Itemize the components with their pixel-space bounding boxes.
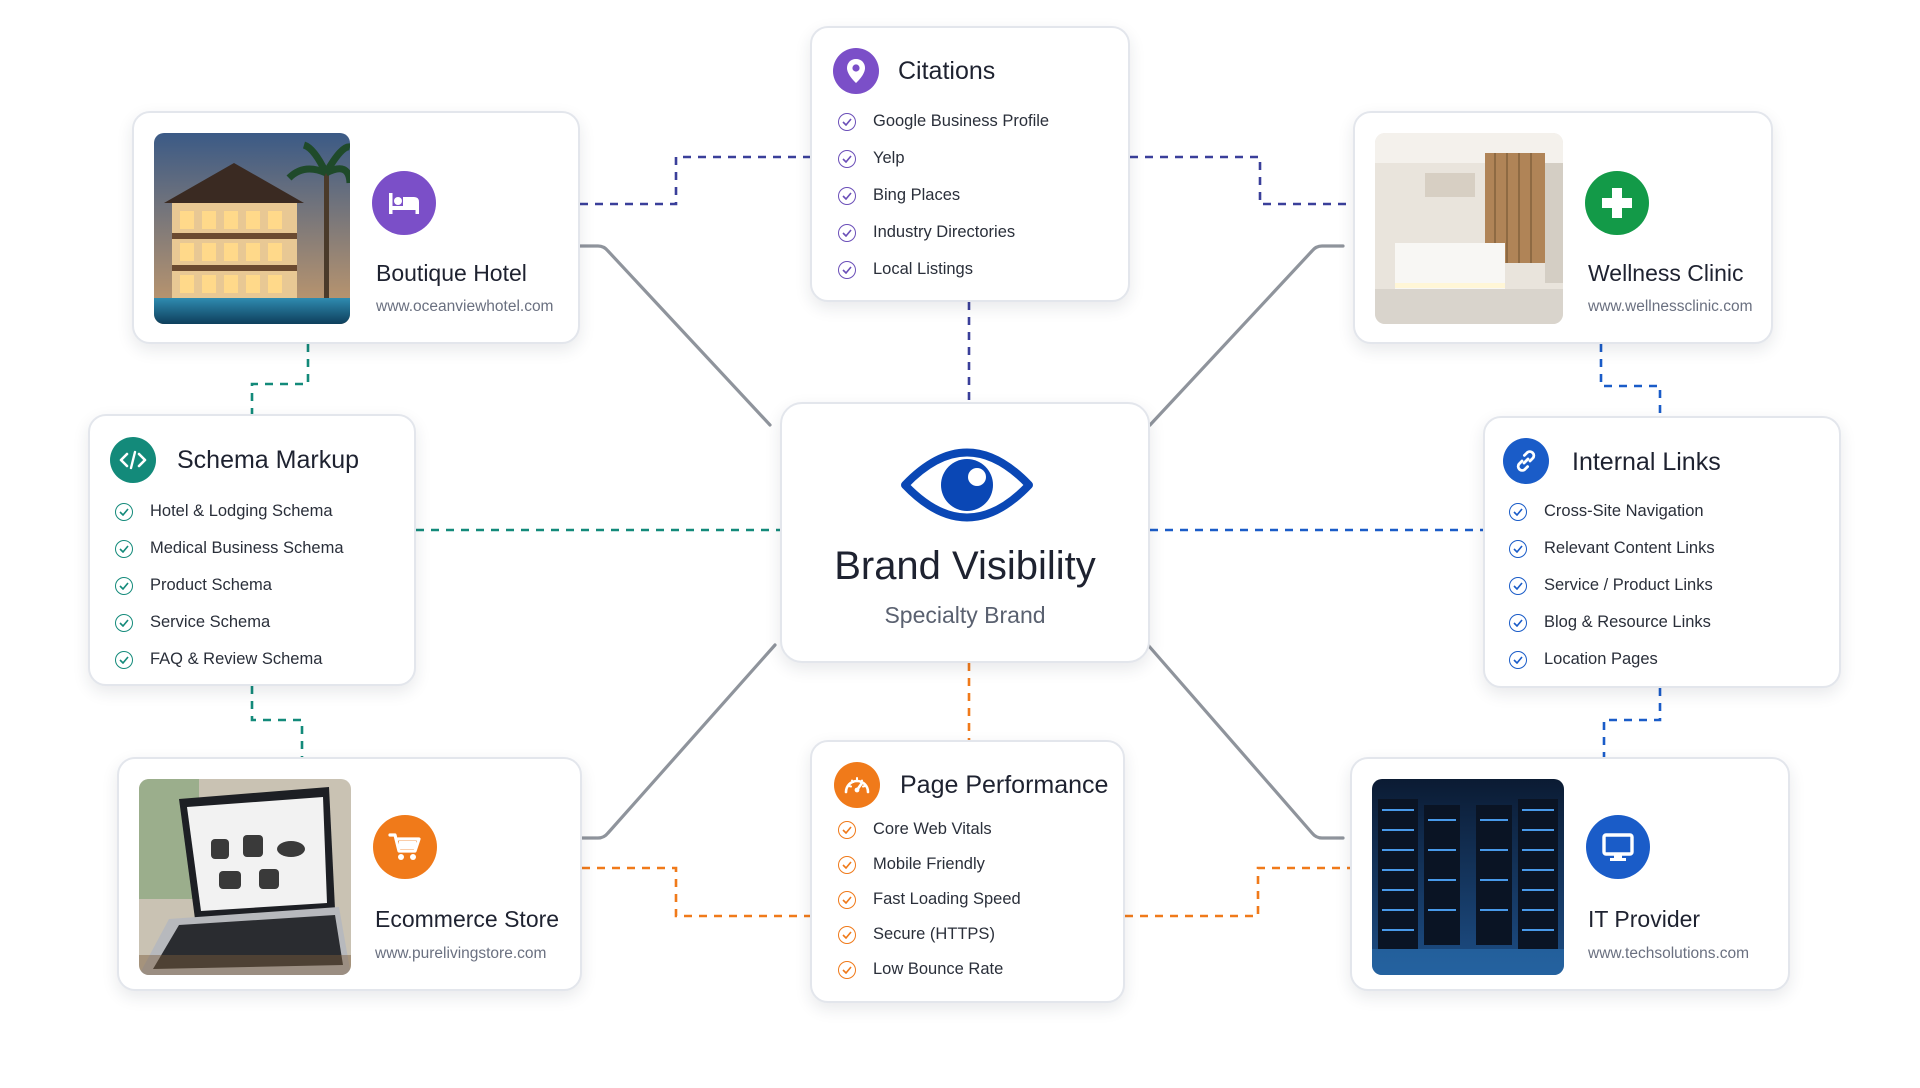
list-item[interactable]: Relevant Content Links [1509,530,1715,567]
business-card-store[interactable]: Ecommerce Store www.purelivingstore.com [117,757,582,991]
check-circle-icon [838,186,856,205]
internal-links-card: Internal Links Cross-Site Navigation Rel… [1483,416,1841,688]
clinic-name: Wellness Clinic [1588,260,1744,286]
list-item: Google Business Profile [838,103,1049,140]
check-circle-icon [838,260,856,279]
check-circle-icon [1509,576,1527,595]
store-photo [139,779,351,975]
check-circle-icon [1509,539,1527,558]
check-circle-icon [838,890,856,909]
connector-hotel-citations [580,155,810,206]
internal-links-list: Cross-Site Navigation Relevant Content L… [1509,493,1715,678]
connector-performance-it [1125,866,1350,918]
check-circle-icon [838,960,856,979]
connector-hotel [575,244,772,427]
connector-schema-store [250,686,304,757]
list-item: Local Listings [838,251,1049,288]
hotel-photo [154,133,350,324]
citations-list: Google Business Profile Yelp Bing Places… [838,103,1049,288]
list-item[interactable]: Blog & Resource Links [1509,604,1715,641]
check-circle-icon [115,539,133,558]
connector-internal-it [1602,688,1662,757]
hotel-url[interactable]: www.oceanviewhotel.com [376,298,554,315]
check-circle-icon [1509,502,1527,521]
citations-title: Citations [898,57,996,85]
list-item: Service Schema [115,604,344,641]
internal-links-title: Internal Links [1572,448,1721,476]
cart-icon [373,815,437,879]
bed-icon [372,171,436,235]
list-item: Hotel & Lodging Schema [115,493,344,530]
list-item: Core Web Vitals [838,812,1021,847]
list-item: Fast Loading Speed [838,882,1021,917]
check-circle-icon [838,223,856,242]
connector-clinic-internal [1599,344,1662,416]
business-card-clinic[interactable]: Wellness Clinic www.wellnessclinic.com [1353,111,1773,344]
check-circle-icon [1509,613,1527,632]
page-performance-card: Page Performance Core Web Vitals Mobile … [810,740,1125,1003]
clinic-photo [1375,133,1563,324]
speedometer-icon [834,762,880,808]
schema-list: Hotel & Lodging Schema Medical Business … [115,493,344,678]
list-item: Product Schema [115,567,344,604]
check-circle-icon [115,502,133,521]
store-url[interactable]: www.purelivingstore.com [375,945,547,962]
it-photo [1372,779,1564,975]
business-card-hotel[interactable]: Boutique Hotel www.oceanviewhotel.com [132,111,580,344]
list-item: Low Bounce Rate [838,952,1021,987]
check-circle-icon [115,576,133,595]
check-circle-icon [838,112,856,131]
check-circle-icon [838,820,856,839]
connector-store [575,643,777,840]
list-item: Bing Places [838,177,1049,214]
medical-cross-icon [1585,171,1649,235]
list-item: Secure (HTTPS) [838,917,1021,952]
connector-clinic [1148,244,1345,427]
check-circle-icon [1509,650,1527,669]
code-icon [110,437,156,483]
schema-markup-card: Schema Markup Hotel & Lodging Schema Med… [88,414,416,686]
check-circle-icon [838,149,856,168]
eye-icon [901,448,1033,522]
list-item: Mobile Friendly [838,847,1021,882]
it-name: IT Provider [1588,906,1701,932]
check-circle-icon [838,855,856,874]
list-item: FAQ & Review Schema [115,641,344,678]
store-name: Ecommerce Store [375,906,560,932]
hub-title: Brand Visibility [834,544,1096,588]
hotel-name: Boutique Hotel [376,260,527,286]
location-pin-icon [833,48,879,94]
business-card-it[interactable]: IT Provider www.techsolutions.com [1350,757,1790,991]
hub-subtitle: Specialty Brand [884,602,1046,628]
connector-hotel-schema [250,344,310,414]
list-item: Industry Directories [838,214,1049,251]
connector-citations-clinic [1130,155,1353,206]
list-item: Yelp [838,140,1049,177]
list-item[interactable]: Location Pages [1509,641,1715,678]
list-item[interactable]: Service / Product Links [1509,567,1715,604]
it-url[interactable]: www.techsolutions.com [1588,945,1750,962]
brand-visibility-hub: Brand Visibility Specialty Brand [780,402,1150,663]
performance-title: Page Performance [900,771,1109,799]
link-icon [1503,438,1549,484]
check-circle-icon [838,925,856,944]
connector-it [1146,643,1345,840]
connector-store-performance [582,866,810,918]
schema-title: Schema Markup [177,446,360,474]
list-item: Medical Business Schema [115,530,344,567]
clinic-url[interactable]: www.wellnessclinic.com [1588,298,1753,315]
list-item[interactable]: Cross-Site Navigation [1509,493,1715,530]
performance-list: Core Web Vitals Mobile Friendly Fast Loa… [838,812,1021,987]
monitor-icon [1586,815,1650,879]
check-circle-icon [115,613,133,632]
citations-card: Citations Google Business Profile Yelp B… [810,26,1130,302]
check-circle-icon [115,650,133,669]
